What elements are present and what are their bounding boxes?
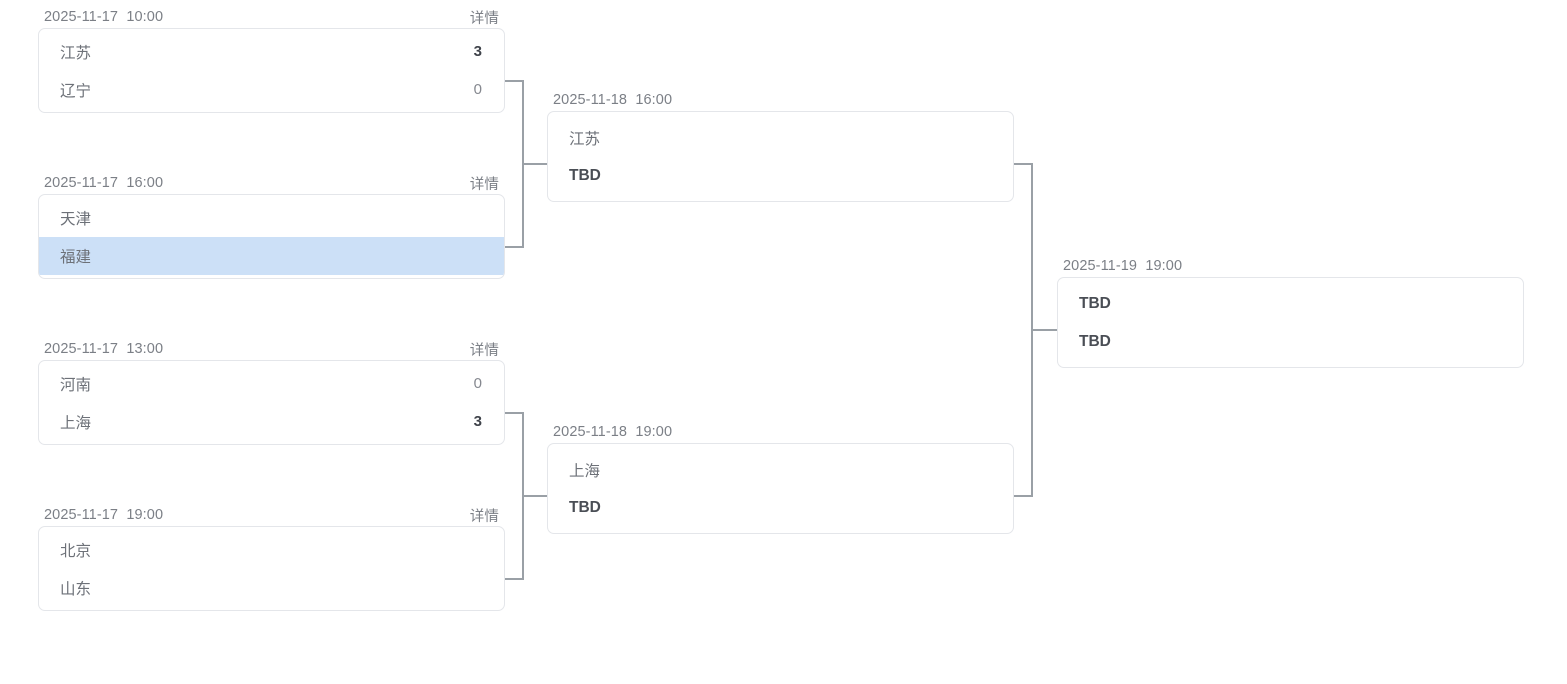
connector-line (505, 578, 524, 580)
connector-line (522, 495, 547, 497)
match-header: 2025-11-18 19:00 (547, 421, 1014, 443)
team-row-highlighted[interactable]: 福建 (39, 236, 504, 275)
match-header: 2025-11-17 16:00 详情 (38, 172, 505, 194)
team-row[interactable]: 上海 3 (39, 403, 504, 441)
match-card[interactable]: 上海 TBD (547, 443, 1014, 534)
team-score: 3 (473, 413, 482, 430)
team-row[interactable]: TBD (548, 157, 1013, 195)
team-name: TBD (569, 498, 601, 516)
team-row[interactable]: 山东 (39, 569, 504, 607)
match-r1-m2: 2025-11-17 16:00 详情 天津 福建 (38, 172, 505, 279)
match-r2-m2: 2025-11-18 19:00 上海 TBD (547, 421, 1014, 534)
team-name: 江苏 (569, 130, 601, 148)
team-score: 0 (473, 81, 482, 98)
connector-line (505, 246, 524, 248)
match-r3-final: 2025-11-19 19:00 TBD TBD (1057, 255, 1524, 368)
match-datetime: 2025-11-17 19:00 (44, 507, 164, 523)
team-score: 0 (473, 375, 482, 392)
team-row[interactable]: 江苏 (548, 119, 1013, 157)
team-score: 3 (473, 43, 482, 60)
match-r1-m3: 2025-11-17 13:00 详情 河南 0 上海 3 (38, 338, 505, 445)
match-header: 2025-11-19 19:00 (1057, 255, 1524, 277)
team-row[interactable]: 江苏 3 (39, 33, 504, 71)
team-row[interactable]: 辽宁 0 (39, 71, 504, 109)
match-datetime: 2025-11-17 16:00 (44, 175, 164, 191)
team-name: 上海 (569, 462, 601, 480)
team-name: 江苏 (60, 44, 92, 62)
details-link[interactable]: 详情 (469, 176, 499, 193)
team-row[interactable]: 北京 (39, 531, 504, 569)
connector-line (505, 412, 524, 414)
match-header: 2025-11-18 16:00 (547, 89, 1014, 111)
match-datetime: 2025-11-17 10:00 (44, 9, 164, 25)
team-row[interactable]: 河南 0 (39, 365, 504, 403)
match-header: 2025-11-17 13:00 详情 (38, 338, 505, 360)
team-name: 福建 (60, 248, 92, 266)
team-name: 山东 (60, 580, 92, 598)
connector-line (522, 163, 547, 165)
details-link[interactable]: 详情 (469, 342, 499, 359)
team-name: 天津 (60, 210, 92, 228)
match-card[interactable]: 北京 山东 (38, 526, 505, 611)
match-header: 2025-11-17 19:00 详情 (38, 504, 505, 526)
team-row[interactable]: TBD (548, 489, 1013, 527)
team-name: TBD (1079, 294, 1111, 312)
match-r1-m4: 2025-11-17 19:00 详情 北京 山东 (38, 504, 505, 611)
team-row[interactable]: 天津 (39, 199, 504, 237)
team-row[interactable]: TBD (1058, 285, 1523, 323)
team-name: 河南 (60, 376, 92, 394)
team-name: 北京 (60, 542, 92, 560)
match-header: 2025-11-17 10:00 详情 (38, 6, 505, 28)
team-row[interactable]: TBD (1058, 323, 1523, 361)
connector-line (505, 80, 524, 82)
details-link[interactable]: 详情 (469, 508, 499, 525)
team-name: TBD (1079, 332, 1111, 350)
connector-line (1014, 163, 1033, 165)
details-link[interactable]: 详情 (469, 10, 499, 27)
match-datetime: 2025-11-19 19:00 (1063, 258, 1183, 274)
team-name: 上海 (60, 414, 92, 432)
connector-line (1031, 329, 1057, 331)
match-r2-m1: 2025-11-18 16:00 江苏 TBD (547, 89, 1014, 202)
team-row[interactable]: 上海 (548, 451, 1013, 489)
match-r1-m1: 2025-11-17 10:00 详情 江苏 3 辽宁 0 (38, 6, 505, 113)
connector-line (1014, 495, 1033, 497)
match-card[interactable]: 天津 福建 (38, 194, 505, 279)
match-card[interactable]: TBD TBD (1057, 277, 1524, 368)
match-card[interactable]: 江苏 3 辽宁 0 (38, 28, 505, 113)
match-datetime: 2025-11-18 19:00 (553, 424, 673, 440)
match-datetime: 2025-11-18 16:00 (553, 92, 673, 108)
match-card[interactable]: 河南 0 上海 3 (38, 360, 505, 445)
team-name: 辽宁 (60, 82, 92, 100)
match-card[interactable]: 江苏 TBD (547, 111, 1014, 202)
match-datetime: 2025-11-17 13:00 (44, 341, 164, 357)
team-name: TBD (569, 166, 601, 184)
